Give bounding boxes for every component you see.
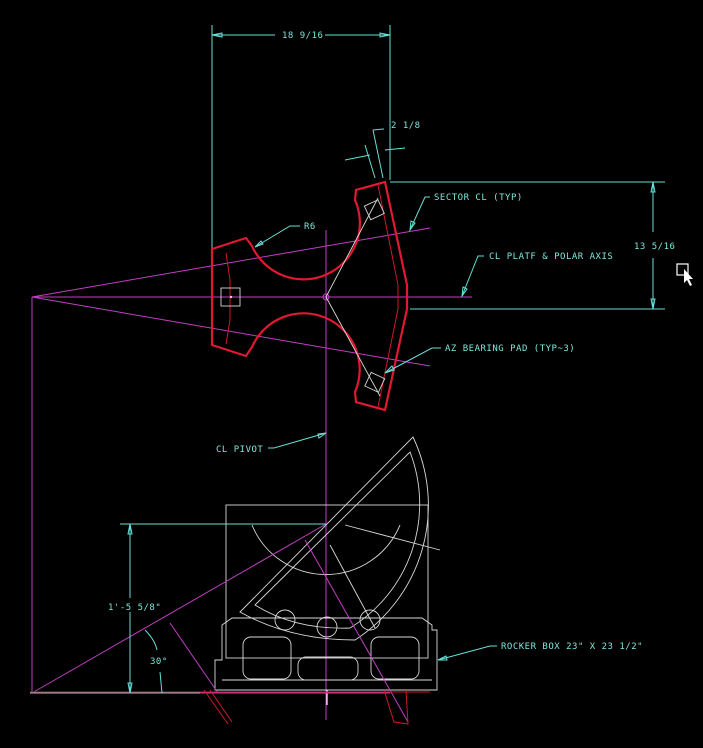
label-r6: R6 <box>254 222 316 248</box>
cl-platf-label: CL PLATF & POLAR AXIS <box>489 252 613 262</box>
dimension-left-height: 1'-5 5/8" <box>30 523 326 694</box>
cl-pivot-label: CL PIVOT <box>216 445 263 455</box>
label-rocker-box: ROCKER BOX 23" X 23 1/2" <box>437 642 643 661</box>
ground-board-legs <box>30 689 430 725</box>
label-az-pad: AZ BEARING PAD (TYP~3) <box>384 344 575 374</box>
dimension-angle: 30° <box>144 629 168 694</box>
dimension-right-height: 13 5/16 <box>390 181 675 310</box>
platform-outline <box>210 180 409 412</box>
dim-offset-text: 2 1/8 <box>391 121 421 131</box>
label-sector-cl: SECTOR CL (TYP) <box>409 193 523 232</box>
label-cl-pivot: CL PIVOT <box>216 432 327 455</box>
label-cl-platf: CL PLATF & POLAR AXIS <box>461 252 613 298</box>
az-pad-label: AZ BEARING PAD (TYP~3) <box>445 344 575 354</box>
dimension-top-width: 18 9/16 <box>211 25 391 248</box>
dim-left-height-text: 1'-5 5/8" <box>108 603 161 613</box>
pickbox-arrow-cursor-icon <box>676 263 693 286</box>
sector-cl-label: SECTOR CL (TYP) <box>434 193 523 203</box>
dim-right-height-text: 13 5/16 <box>634 242 675 252</box>
dimension-offset: 2 1/8 <box>344 115 421 180</box>
rocker-box-label: ROCKER BOX 23" X 23 1/2" <box>501 642 643 652</box>
bearing-pads <box>220 197 386 397</box>
dim-angle-text: 30° <box>150 657 168 667</box>
dim-top-width-text: 18 9/16 <box>282 31 323 41</box>
radius-label: R6 <box>304 222 316 232</box>
rocker-box-geometry <box>214 436 441 705</box>
